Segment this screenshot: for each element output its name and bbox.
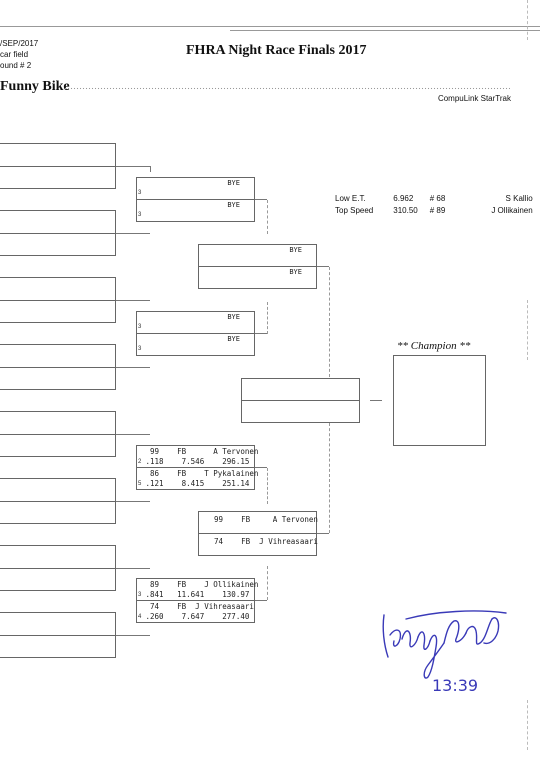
bye-label: BYE: [227, 335, 240, 343]
lane-number: 3: [138, 346, 142, 352]
header-info: /SEP/2017 car field ound # 2: [0, 38, 38, 71]
low-et-number: # 68: [429, 194, 446, 203]
top-speed-number: # 89: [429, 206, 446, 215]
final-connector: [370, 400, 382, 401]
round1-match-1: [0, 143, 116, 189]
entry-name-line: 86 FB T Pykalainen: [141, 469, 259, 478]
champion-box: [393, 355, 486, 446]
round3-slot-1: BYE: [198, 244, 317, 267]
top-speed-row: Top Speed 310.50 # 89 J Ollikainen: [335, 205, 539, 217]
top-speed-label: Top Speed: [335, 206, 374, 215]
entry-name-line: 89 FB J Ollikainen: [141, 580, 259, 589]
round1-match-2: [0, 210, 116, 256]
header-rule: [0, 26, 540, 27]
bye-label: BYE: [227, 313, 240, 321]
signature-image: 13:39: [382, 610, 507, 695]
round1-match-6: [0, 478, 116, 524]
dotted-leader: [64, 87, 510, 90]
round2-slot-6: 86 FB T Pykalainen .121 8.415 251.14 5: [136, 467, 259, 490]
bye-label: BYE: [289, 268, 302, 276]
top-speed-value: 310.50: [393, 206, 418, 215]
page-title: FHRA Night Race Finals 2017: [186, 43, 367, 58]
entry-time-line: .841 11.641 130.97: [141, 590, 250, 599]
entry-time-line: .260 7.647 277.40: [141, 612, 250, 621]
lane-number: 3: [138, 324, 142, 330]
brand-label: CompuLink StarTrak: [437, 94, 511, 103]
event-date: /SEP/2017: [0, 39, 39, 48]
signature-time: 13:39: [432, 676, 478, 695]
round2-slot-5: 99 FB A Tervonen .118 7.546 296.15 2: [136, 445, 259, 468]
round2-slot-4: BYE 3: [136, 333, 255, 356]
low-et-label: Low E.T.: [335, 194, 366, 203]
round2-slot-7: 89 FB J Ollikainen .841 11.641 130.97 3: [136, 578, 259, 601]
final-match: [241, 378, 360, 423]
edge-dash: [527, 700, 528, 750]
top-speed-name: J Ollikainen: [491, 206, 533, 215]
entry-name-line: 99 FB A Tervonen: [141, 447, 259, 456]
edge-dash: [527, 0, 528, 40]
lane-number: 3: [138, 212, 142, 218]
round2-slot-1: BYE 3: [136, 177, 255, 200]
entry-name-line: 99 FB A Tervonen: [205, 515, 318, 524]
round1-match-4: [0, 344, 116, 390]
edge-dash: [527, 300, 528, 360]
header-rule-secondary: [230, 30, 540, 31]
lane-number: 2: [138, 459, 142, 465]
round-number: ound # 2: [0, 61, 32, 70]
low-et-name: S Kallio: [505, 194, 533, 203]
round1-match-8: [0, 612, 116, 658]
entry-name-line: 74 FB J Vihreasaari: [141, 602, 254, 611]
bye-label: BYE: [289, 246, 302, 254]
lane-number: 3: [138, 190, 142, 196]
lane-number: 3: [138, 592, 142, 598]
entry-time-line: .118 7.546 296.15: [141, 457, 250, 466]
round1-match-7: [0, 545, 116, 591]
round1-match-3: [0, 277, 116, 323]
bye-label: BYE: [227, 179, 240, 187]
round3-slot-3: 99 FB A Tervonen: [198, 511, 318, 534]
round1-match-5: [0, 411, 116, 457]
round3-slot-4: 74 FB J Vihreasaari: [198, 533, 318, 556]
champion-label: ** Champion **: [397, 340, 471, 352]
entry-name-line: 74 FB J Vihreasaari: [205, 537, 318, 546]
low-et-value: 6.962: [393, 194, 414, 203]
low-et-row: Low E.T. 6.962 # 68 S Kallio: [335, 193, 539, 205]
bye-label: BYE: [227, 201, 240, 209]
lane-number: 5: [138, 481, 142, 487]
round2-slot-3: BYE 3: [136, 311, 255, 334]
class-name: Funny Bike: [0, 79, 70, 94]
entry-time-line: .121 8.415 251.14: [141, 479, 250, 488]
lane-number: 4: [138, 614, 142, 620]
car-field: car field: [0, 50, 29, 59]
round2-slot-2: BYE 3: [136, 199, 255, 222]
stats-table: Low E.T. 6.962 # 68 S Kallio Top Speed 3…: [335, 193, 539, 217]
round3-slot-2: BYE: [198, 266, 317, 289]
round2-slot-8: 74 FB J Vihreasaari .260 7.647 277.40 4: [136, 600, 255, 623]
